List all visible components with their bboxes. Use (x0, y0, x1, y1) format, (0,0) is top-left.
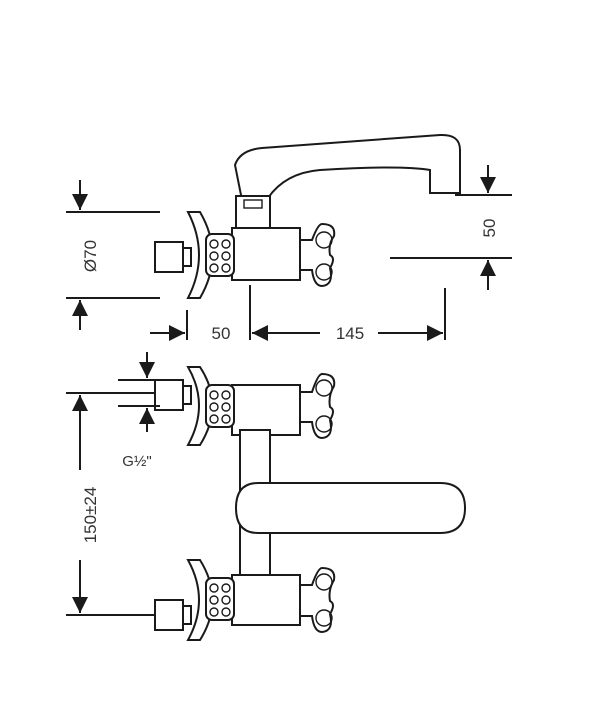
dim-offset-50: 50 (212, 324, 231, 343)
front-view: G½" 150±24 (66, 352, 467, 641)
front-lower-body (231, 574, 301, 626)
dim-diameter: Ø70 (81, 240, 100, 272)
lower-decor-ring (205, 577, 235, 621)
dim-center-distance: 150±24 (81, 487, 100, 544)
upper-connector-stem (182, 385, 192, 405)
dim-reach-145: 145 (336, 324, 364, 343)
collar-detail (243, 199, 263, 209)
spout-collar (235, 195, 271, 231)
rosette (186, 211, 214, 299)
upper-cross-handle (299, 372, 336, 440)
side-view: Ø70 50 145 50 (66, 133, 512, 343)
lower-cross-handle (299, 566, 336, 634)
lower-connector-nut (154, 599, 184, 631)
dim-thread: G½" (122, 453, 152, 470)
upper-decor-ring (205, 384, 235, 428)
decor-ring (205, 233, 235, 277)
front-spout (234, 482, 467, 534)
connector-nut (154, 241, 184, 273)
dim-height-50: 50 (480, 219, 499, 238)
connector-stem (182, 247, 192, 267)
mixer-body (231, 227, 301, 281)
lower-connector-stem (182, 605, 192, 625)
spout (233, 133, 461, 202)
cross-handle (299, 222, 336, 288)
